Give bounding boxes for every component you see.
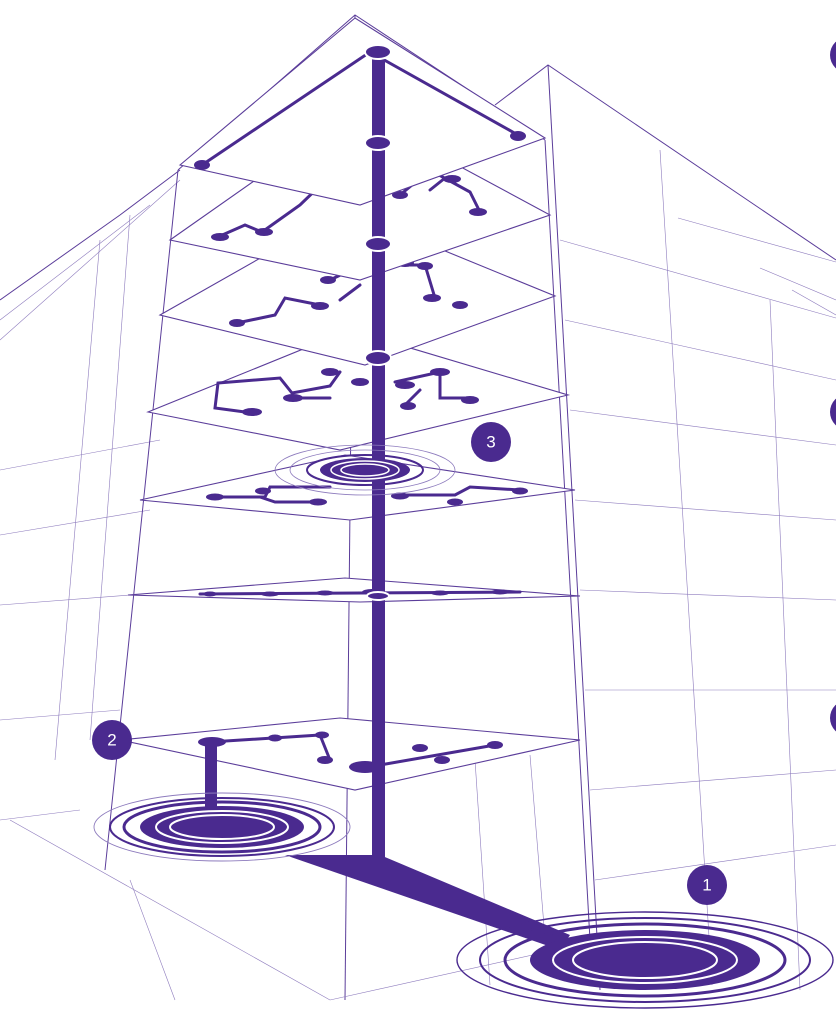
marker-3-label: 3: [486, 433, 495, 452]
floor-top: [178, 17, 547, 206]
marker-3: 3: [471, 422, 511, 462]
left-building-outline: [0, 169, 181, 821]
edge-marker-middle: [830, 398, 836, 426]
marker-1-label: 1: [702, 876, 711, 895]
floor-1: [119, 717, 581, 791]
vertical-riser: [364, 44, 392, 860]
marker-2: 2: [92, 720, 132, 760]
edge-marker-bottom: [830, 704, 836, 732]
floor-2: [127, 577, 581, 603]
ripple-3: [274, 444, 456, 496]
edge-marker-top: [830, 41, 836, 69]
ripple-1: [456, 911, 834, 1009]
right-building-outline: [494, 64, 836, 991]
floor-4: [146, 329, 571, 451]
ripple-2: [93, 792, 351, 862]
ground-cable: [205, 742, 570, 950]
marker-2-label: 2: [107, 731, 116, 750]
marker-1: 1: [687, 865, 727, 905]
